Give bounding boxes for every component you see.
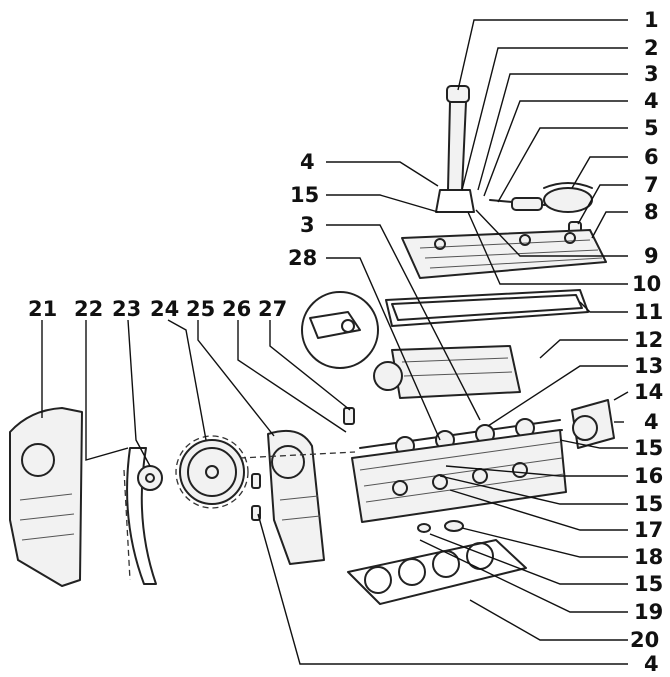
callout-2: 2 (644, 36, 659, 60)
callout-9: 9 (644, 244, 659, 268)
callout-3-left: 3 (300, 213, 315, 237)
leader-lines (41, 19, 629, 665)
callout-13: 13 (634, 354, 663, 378)
callout-14: 14 (634, 380, 663, 404)
callout-10: 10 (632, 272, 661, 296)
callout-22: 22 (74, 297, 103, 321)
callout-27: 27 (258, 297, 287, 321)
valve-cover-gasket (385, 289, 589, 327)
callout-8: 8 (644, 200, 659, 224)
callout-15: 15 (634, 436, 663, 460)
callout-15c: 15 (634, 572, 663, 596)
callout-labels: 1 2 3 4 5 6 7 8 9 10 11 12 13 14 4 15 16… (28, 8, 663, 676)
callout-25: 25 (186, 297, 215, 321)
callout-28: 28 (288, 246, 317, 270)
callout-15-left: 15 (290, 183, 319, 207)
callout-17: 17 (634, 518, 663, 542)
detail-magnifier (301, 291, 379, 369)
callout-4: 4 (644, 89, 659, 113)
distributor (571, 399, 615, 449)
belt-tensioner (137, 465, 163, 491)
callout-24: 24 (150, 297, 179, 321)
callout-19: 19 (634, 600, 663, 624)
camshaft-housing-top (373, 345, 521, 399)
valve-cover (401, 229, 607, 279)
oil-filler-tube (435, 85, 475, 213)
seals (417, 520, 464, 533)
callout-3: 3 (644, 62, 659, 86)
callout-6: 6 (644, 145, 659, 169)
timing-belt-cover (9, 407, 83, 587)
callout-4b: 4 (644, 410, 659, 434)
callout-15b: 15 (634, 492, 663, 516)
callout-12: 12 (634, 328, 663, 352)
callout-18: 18 (634, 545, 663, 569)
head-gasket (347, 539, 527, 605)
callout-4-left: 4 (300, 150, 315, 174)
callout-11: 11 (634, 300, 663, 324)
callout-23: 23 (112, 297, 141, 321)
callout-20: 20 (630, 628, 659, 652)
cylinder-head (351, 429, 567, 523)
callout-5: 5 (644, 116, 659, 140)
callout-21: 21 (28, 297, 57, 321)
callout-1: 1 (644, 8, 659, 32)
camshaft-sprocket (175, 435, 249, 509)
callout-16: 16 (634, 464, 663, 488)
callout-7: 7 (644, 173, 659, 197)
inner-cover-plate (267, 430, 325, 565)
callout-4c: 4 (644, 652, 659, 676)
callout-26: 26 (222, 297, 251, 321)
